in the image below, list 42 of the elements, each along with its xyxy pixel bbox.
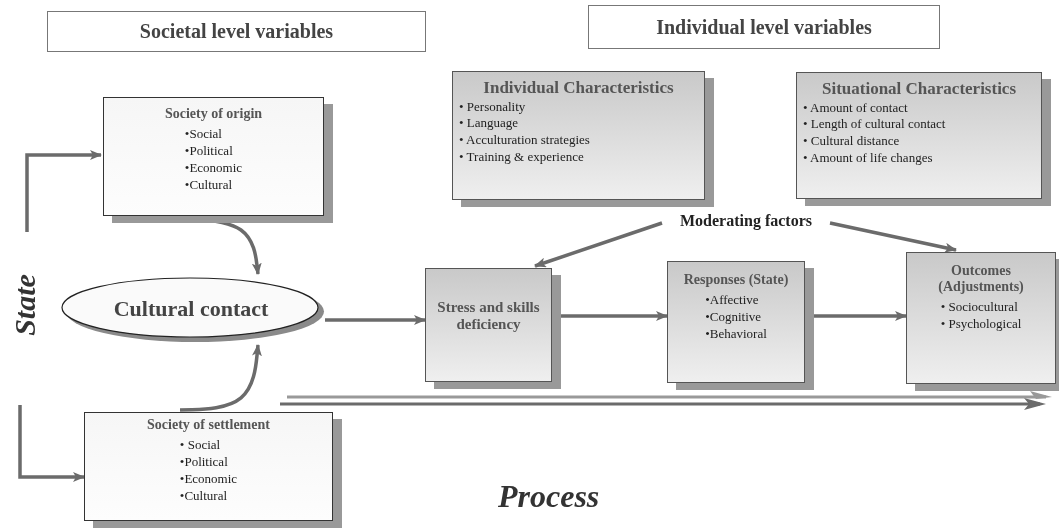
box-title: Society of settlement [146, 417, 271, 434]
box-title: Stress and skills deficiency [436, 299, 541, 334]
list-item: • Amount of life changes [803, 150, 934, 168]
box-title: Outcomes (Adjustments) [937, 263, 1025, 296]
header-text: Individual level variables [656, 15, 872, 39]
list-item: • Psychological [940, 316, 1022, 333]
list-item: • Language [459, 115, 520, 133]
header-box [47, 11, 426, 52]
box-title: Society of origin [163, 106, 264, 123]
list-item: •Cultural [184, 176, 234, 194]
list-item: • Personality [459, 98, 527, 116]
list-item: •Economic [184, 159, 243, 177]
list-item: •Political [184, 143, 234, 160]
arrow [179, 344, 262, 412]
list-item: •Behavioral [705, 325, 767, 343]
list-item: • Sociocultural [940, 299, 1019, 317]
list-item: •Cognitive [705, 309, 763, 326]
list-item: • Cultural distance [803, 133, 901, 151]
annotation-text: Moderating factors [664, 212, 828, 231]
list-item: •Political [179, 454, 229, 471]
list-item: • Social [179, 437, 222, 454]
list-item: • Acculturation strategies [459, 132, 590, 150]
arrow [325, 315, 426, 325]
box-title: Situational Characteristics [820, 79, 1018, 99]
arrow [25, 150, 102, 232]
box-title: Responses (State) [682, 272, 790, 289]
header-box [588, 5, 940, 49]
node-label: Cultural contact [113, 295, 269, 322]
axis-label: Process [498, 478, 600, 515]
axis-label: State [7, 274, 42, 336]
list-item: • Length of cultural contact [803, 116, 946, 134]
list-item: •Affective [705, 292, 760, 309]
list-item: •Cultural [179, 487, 229, 505]
header-text: Societal level variables [139, 20, 334, 43]
list-item: •Economic [179, 470, 238, 488]
box-title: Individual Characteristics [482, 78, 675, 98]
list-item: • Training & experience [459, 149, 585, 167]
list-item: •Social [184, 126, 223, 143]
list-item: • Amount of contact [803, 99, 909, 117]
arrow [829, 221, 957, 253]
arrow [534, 221, 663, 268]
arrow [18, 405, 85, 482]
